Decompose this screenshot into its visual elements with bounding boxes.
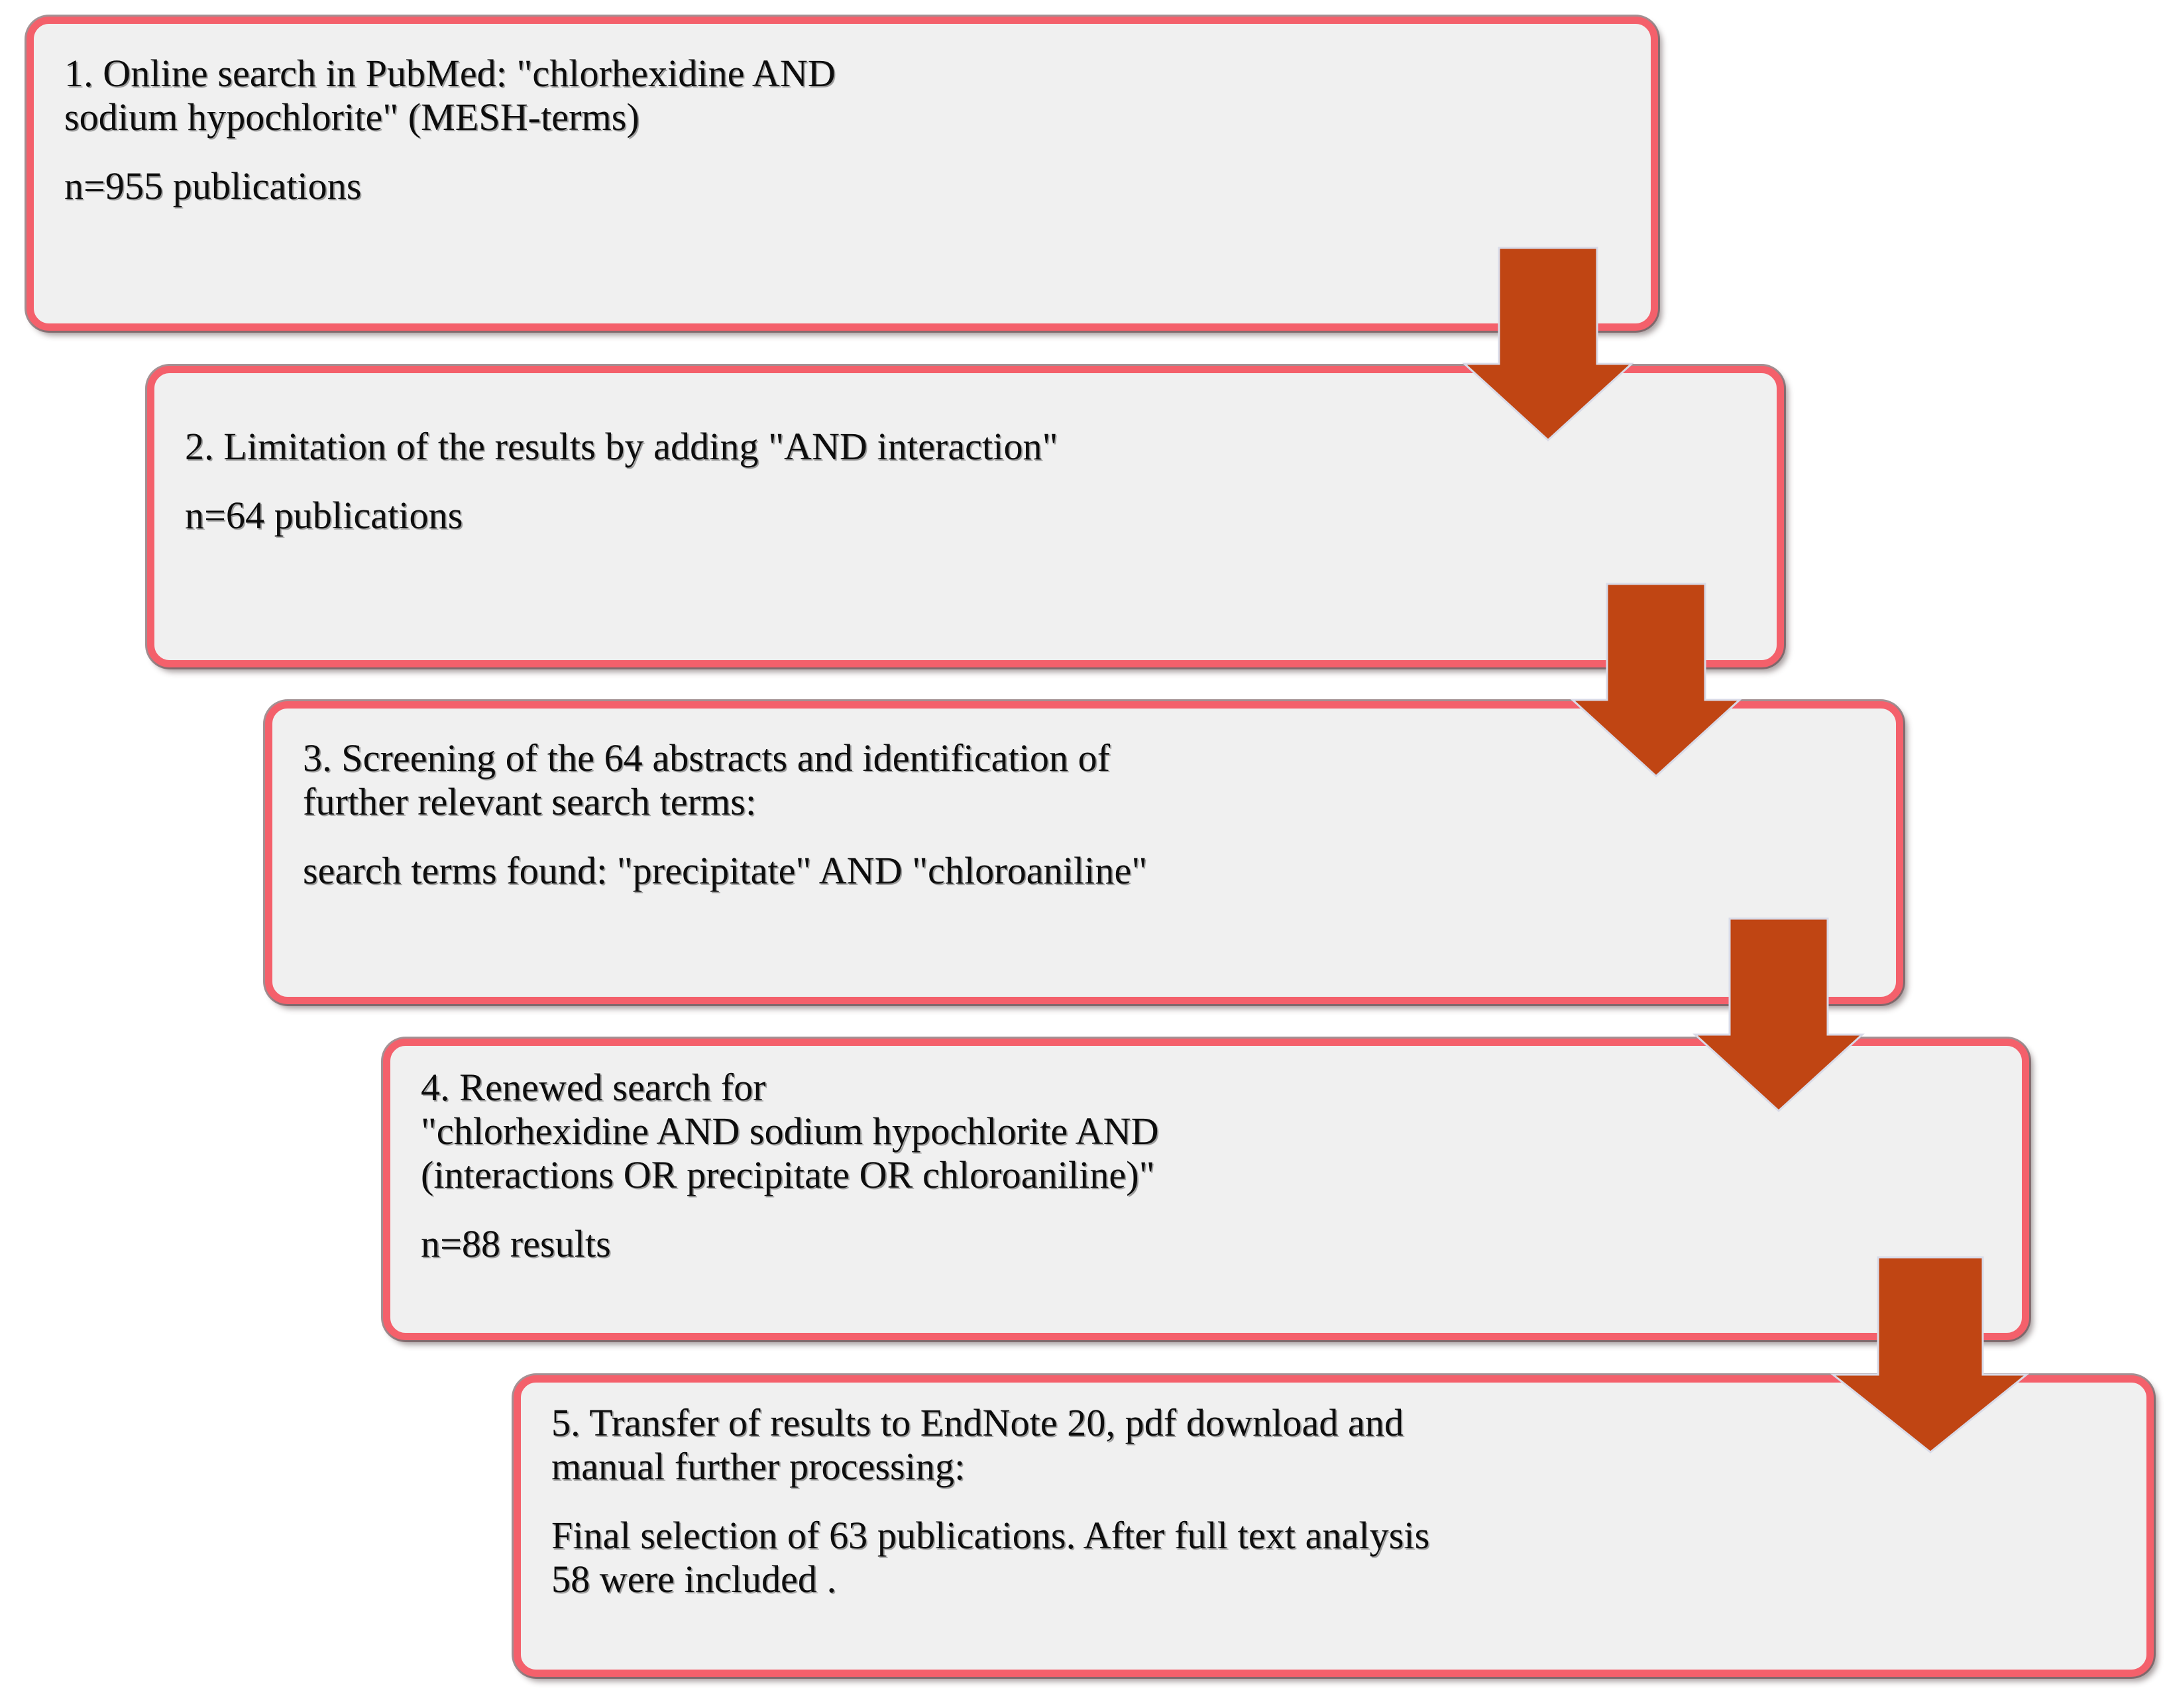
arrow-down-icon	[1570, 583, 1742, 778]
flow-step-4-result: n=88 results	[421, 1222, 611, 1266]
flow-step-4-line-1: 4. Renewed search for	[421, 1066, 766, 1109]
flow-step-5-line-2: manual further processing:	[551, 1445, 966, 1489]
flow-connector-arrow-1	[1462, 247, 1634, 442]
flow-step-4-content: 4. Renewed search for "chlorhexidine AND…	[390, 1046, 2022, 1333]
arrow-down-icon	[1693, 917, 1865, 1113]
flow-step-4-line-3: (interactions OR precipitate OR chloroan…	[421, 1153, 1155, 1197]
flow-connector-arrow-2	[1570, 583, 1742, 778]
flow-step-5-box: 5. Transfer of results to EndNote 20, pd…	[514, 1375, 2154, 1677]
flow-connector-arrow-3	[1693, 917, 1865, 1113]
flow-step-2-line-1: 2. Limitation of the results by adding "…	[185, 425, 1058, 468]
flow-step-1-result: n=955 publications	[64, 164, 362, 208]
flow-step-1-line-1: 1. Online search in PubMed: "chlorhexidi…	[64, 52, 836, 95]
flow-step-5-result-line-2: 58 were included .	[551, 1558, 837, 1601]
flow-step-3-line-1: 3. Screening of the 64 abstracts and ide…	[303, 736, 1111, 779]
flow-step-2-result: n=64 publications	[185, 494, 463, 538]
flow-step-3-result: search terms found: "precipitate" AND "c…	[303, 849, 1148, 893]
flow-step-3-line-2: further relevant search terms:	[303, 780, 757, 824]
flow-step-5-line-1: 5. Transfer of results to EndNote 20, pd…	[551, 1401, 1404, 1444]
flow-step-1-box: 1. Online search in PubMed: "chlorhexidi…	[27, 17, 1658, 331]
arrow-down-icon	[1462, 247, 1634, 442]
flow-step-5-content: 5. Transfer of results to EndNote 20, pd…	[521, 1383, 2146, 1670]
flow-step-4-box: 4. Renewed search for "chlorhexidine AND…	[383, 1039, 2029, 1340]
flow-step-1-content: 1. Online search in PubMed: "chlorhexidi…	[34, 24, 1651, 323]
flow-step-1-line-2: sodium hypochlorite" (MESH-terms)	[64, 95, 639, 139]
flow-step-2-content: 2. Limitation of the results by adding "…	[154, 373, 1777, 660]
flow-step-4-line-2: "chlorhexidine AND sodium hypochlorite A…	[421, 1110, 1159, 1153]
arrow-down-icon	[1830, 1256, 2030, 1453]
flow-step-3-content: 3. Screening of the 64 abstracts and ide…	[272, 709, 1896, 997]
flow-step-5-result-line-1: Final selection of 63 publications. Afte…	[551, 1514, 1430, 1558]
flow-connector-arrow-4	[1830, 1256, 2030, 1453]
flow-step-2-box: 2. Limitation of the results by adding "…	[147, 366, 1784, 667]
